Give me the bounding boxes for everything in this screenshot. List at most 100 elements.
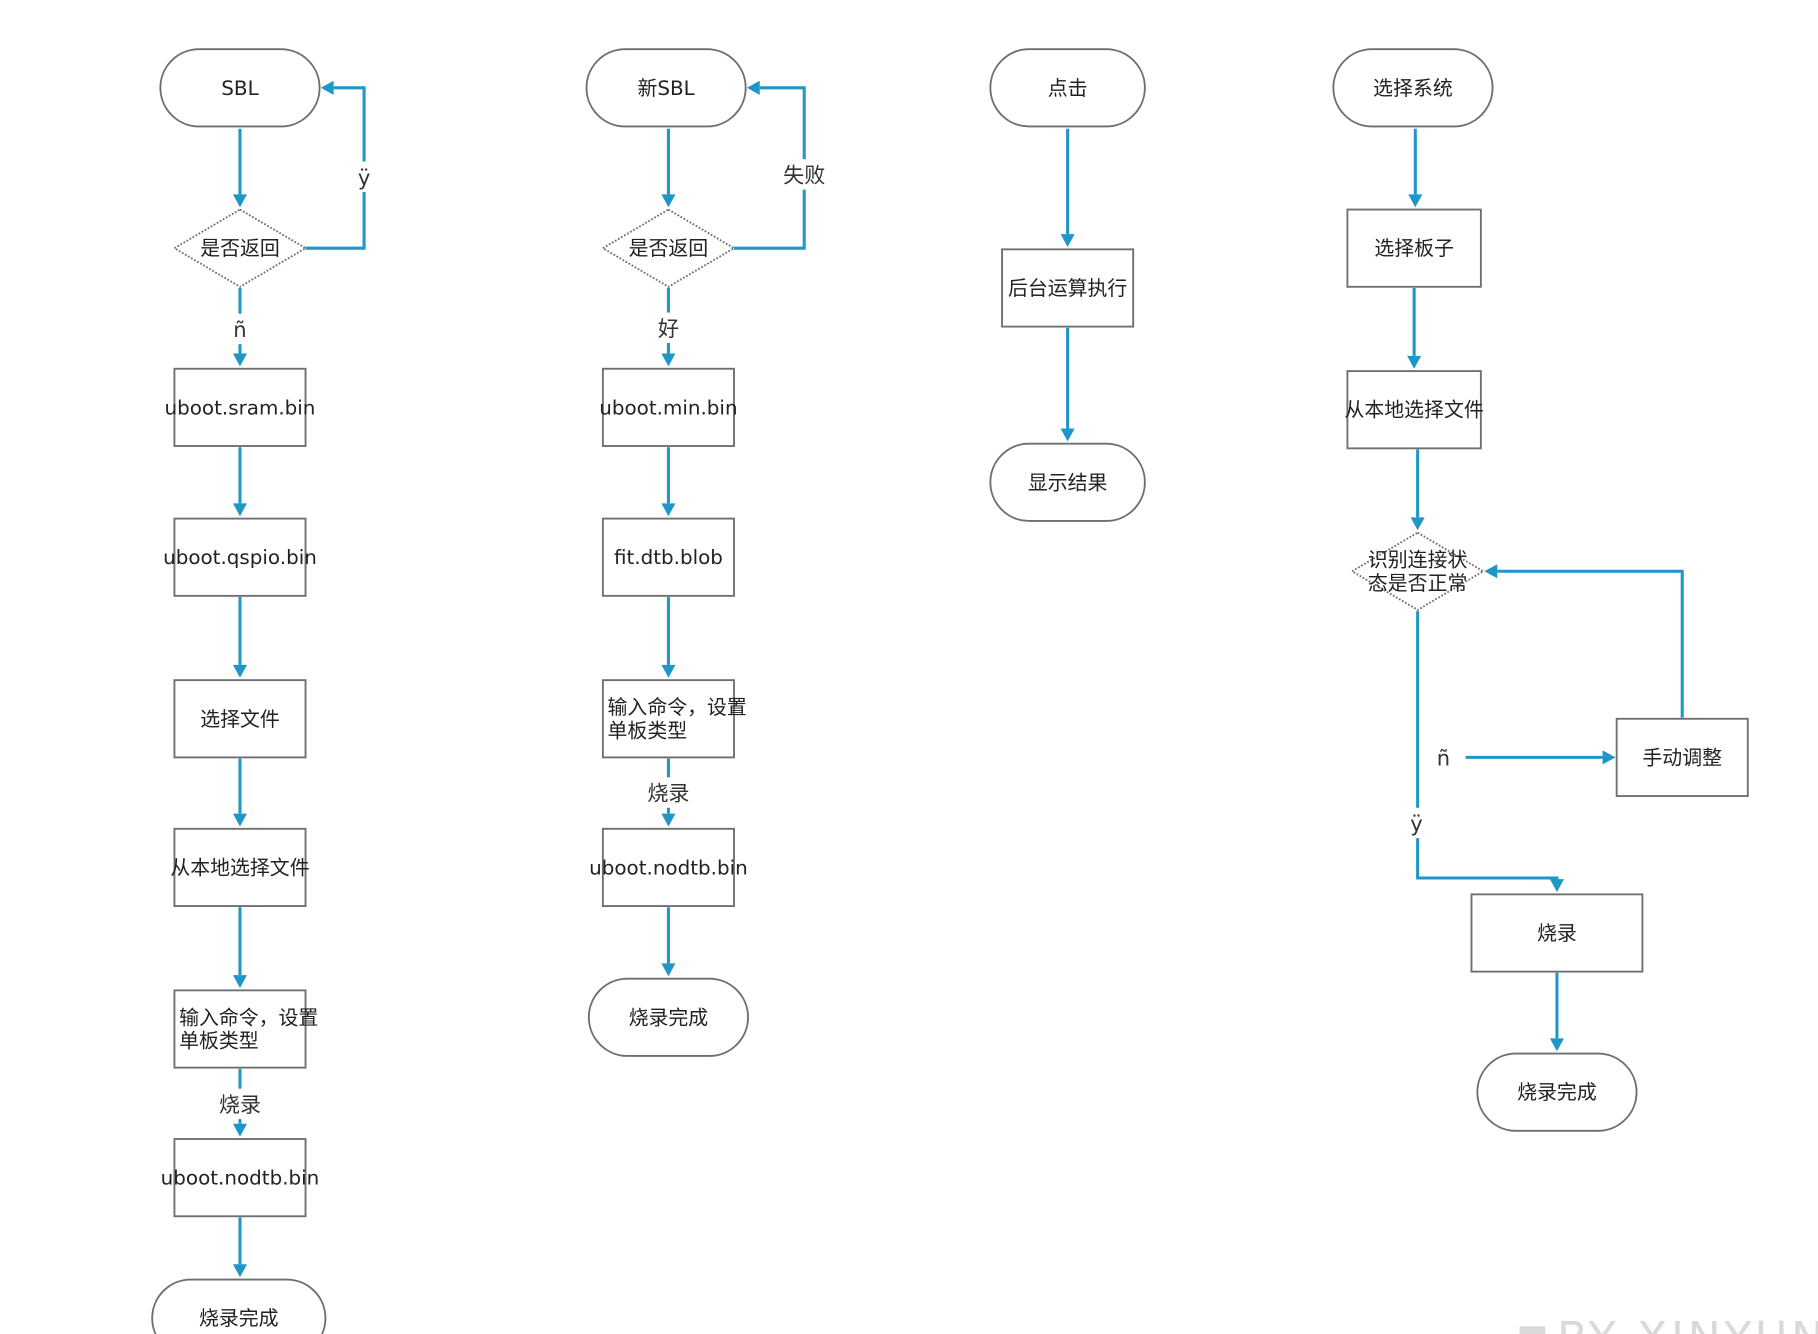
node-b_min: uboot.min.bin	[599, 367, 738, 447]
arrowhead	[232, 503, 248, 517]
edge-a6	[232, 907, 248, 989]
edge-b2: 好	[654, 287, 683, 367]
process-shape	[1615, 717, 1749, 797]
node-c_run: 后台运算执行	[1001, 248, 1135, 328]
process-shape	[1346, 208, 1482, 288]
process-shape	[601, 679, 735, 759]
edge-label: ÿ	[1410, 810, 1422, 835]
edge-label-bg	[643, 777, 694, 808]
arrowhead	[1407, 355, 1422, 369]
node-label: 烧录完成	[1517, 1081, 1597, 1104]
arrowhead	[232, 194, 248, 208]
edge-a2: ñ	[225, 287, 255, 367]
node-a_q: 是否返回	[172, 208, 308, 288]
edge-b4	[661, 597, 676, 678]
node-label: uboot.nodtb.bin	[589, 856, 748, 879]
edge-label-bg	[215, 1088, 265, 1120]
node-d_manual: 手动调整	[1615, 717, 1749, 797]
edge-label-bg	[654, 312, 683, 343]
arrowhead	[320, 80, 334, 95]
node-label: 烧录	[1537, 921, 1577, 944]
edge-a5	[232, 758, 248, 827]
node-a_local: 从本地选择文件	[170, 827, 310, 908]
edge-a8	[232, 1217, 248, 1278]
arrowhead	[746, 80, 760, 95]
process-shape	[173, 827, 307, 908]
edge-b5: 烧录	[643, 758, 694, 827]
node-d_q: 识别连接状态是否正常	[1350, 531, 1486, 611]
process-shape	[601, 517, 735, 597]
node-a_sel: 选择文件	[173, 679, 307, 759]
edge-label-bg	[1429, 742, 1458, 773]
process-shape	[173, 989, 307, 1069]
node-label: 烧录完成	[199, 1307, 279, 1330]
node-label: 点击	[1048, 76, 1088, 99]
arrowhead	[1549, 879, 1564, 893]
process-shape	[173, 1138, 307, 1218]
edge-line	[1416, 611, 1559, 880]
edge-a7: 烧录	[215, 1068, 265, 1137]
decision-shape	[601, 208, 736, 288]
arrowhead	[1549, 1038, 1564, 1052]
node-d_sys: 选择系统	[1332, 48, 1494, 128]
arrowhead	[232, 1123, 248, 1137]
node-label: 选择系统	[1373, 76, 1453, 99]
watermark-square-icon	[1519, 1326, 1546, 1334]
decision-shape	[1350, 531, 1486, 611]
node-label: uboot.qspio.bin	[163, 546, 317, 569]
process-shape	[173, 517, 307, 597]
edge-d_no: ñ	[1429, 742, 1616, 773]
edge-b1	[661, 128, 676, 208]
node-a_sram: uboot.sram.bin	[165, 367, 316, 447]
edge-d_yes: ÿ	[1402, 611, 1564, 893]
process-shape	[1346, 370, 1482, 450]
process-shape	[173, 367, 307, 447]
arrowhead	[1484, 564, 1498, 579]
node-label: 手动调整	[1642, 746, 1722, 769]
node-a_nodtb: uboot.nodtb.bin	[161, 1138, 320, 1218]
node-a_sbl: SBL	[159, 48, 321, 128]
process-shape	[1470, 893, 1644, 973]
node-d_done: 烧录完成	[1476, 1052, 1638, 1132]
edge-b3	[661, 447, 676, 517]
edge-label-bg	[225, 313, 255, 345]
node-label: 是否返回	[200, 237, 280, 260]
process-shape	[1001, 248, 1135, 328]
node-label: uboot.min.bin	[599, 396, 737, 419]
arrowhead	[661, 664, 676, 678]
node-label: SBL	[221, 76, 258, 99]
edge-d_back	[1484, 564, 1684, 718]
node-label: 烧录完成	[629, 1006, 709, 1029]
edge-a3	[232, 447, 248, 517]
node-label: 从本地选择文件	[170, 856, 309, 879]
node-a_cmd: 输入命令，设置单板类型	[173, 989, 318, 1069]
terminal-shape	[151, 1278, 327, 1334]
arrowhead	[1060, 234, 1075, 248]
node-label: uboot.nodtb.bin	[161, 1166, 320, 1189]
process-shape	[173, 679, 307, 759]
node-c_click: 点击	[989, 48, 1146, 128]
arrowhead	[661, 194, 676, 208]
edge-a_loop: ÿ	[305, 80, 379, 250]
arrowhead	[661, 353, 676, 367]
edge-c1	[1060, 128, 1075, 248]
edge-d1	[1408, 128, 1423, 208]
edge-label: ñ	[233, 316, 246, 341]
diagram-group: ÿñ烧录失败好烧录ñÿSBL是否返回uboot.sram.binuboot.qs…	[151, 48, 1818, 1334]
node-a_done: 烧录完成	[151, 1278, 327, 1334]
terminal-shape	[587, 977, 749, 1057]
terminal-shape	[159, 48, 321, 128]
node-d_local: 从本地选择文件	[1345, 370, 1484, 450]
node-label: uboot.sram.bin	[165, 396, 316, 419]
node-b_sbl: 新SBL	[585, 48, 747, 128]
node-label: 后台运算执行	[1008, 276, 1127, 299]
node-b_nodtb: uboot.nodtb.bin	[589, 827, 748, 908]
terminal-shape	[1476, 1052, 1638, 1132]
arrowhead	[232, 813, 248, 827]
terminal-shape	[1332, 48, 1494, 128]
edge-label: ñ	[1437, 745, 1450, 770]
node-b_q: 是否返回	[601, 208, 736, 288]
arrowhead	[1602, 750, 1616, 765]
node-label: 显示结果	[1028, 471, 1108, 494]
